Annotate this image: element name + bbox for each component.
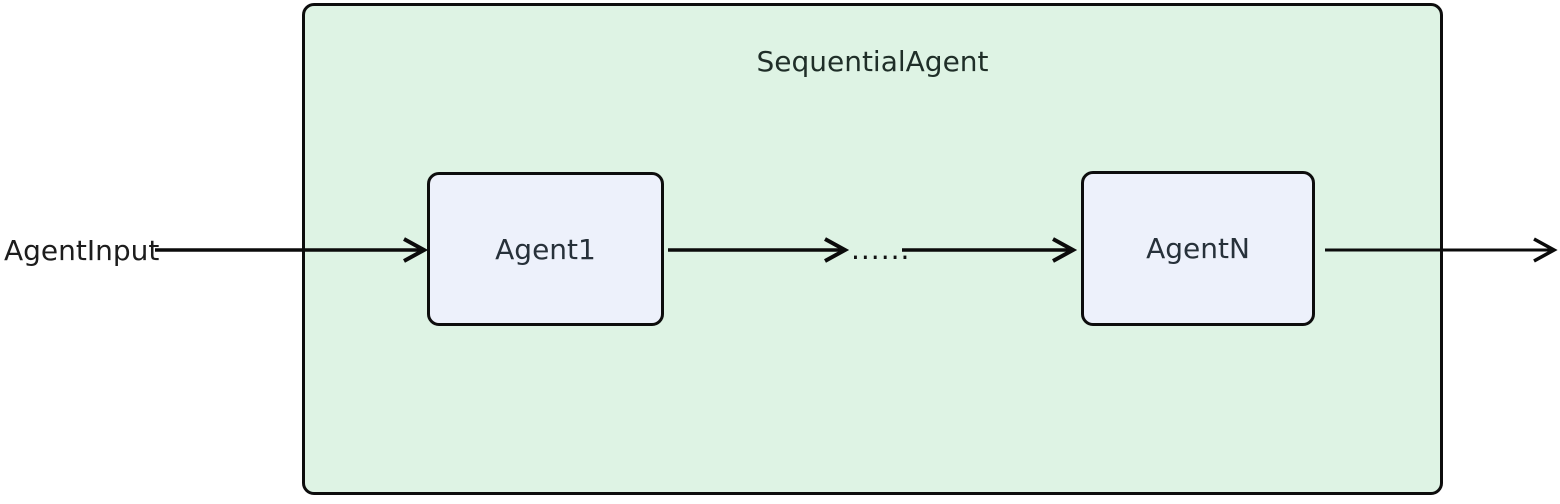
node-agentn: AgentN (1081, 171, 1315, 326)
agent-input-label: AgentInput (4, 234, 160, 267)
container-title: SequentialAgent (756, 45, 989, 78)
node-agent1-label: Agent1 (495, 232, 596, 266)
node-agent1: Agent1 (427, 172, 664, 326)
node-agentn-label: AgentN (1146, 232, 1250, 265)
ellipsis-label: ...... (851, 233, 911, 266)
